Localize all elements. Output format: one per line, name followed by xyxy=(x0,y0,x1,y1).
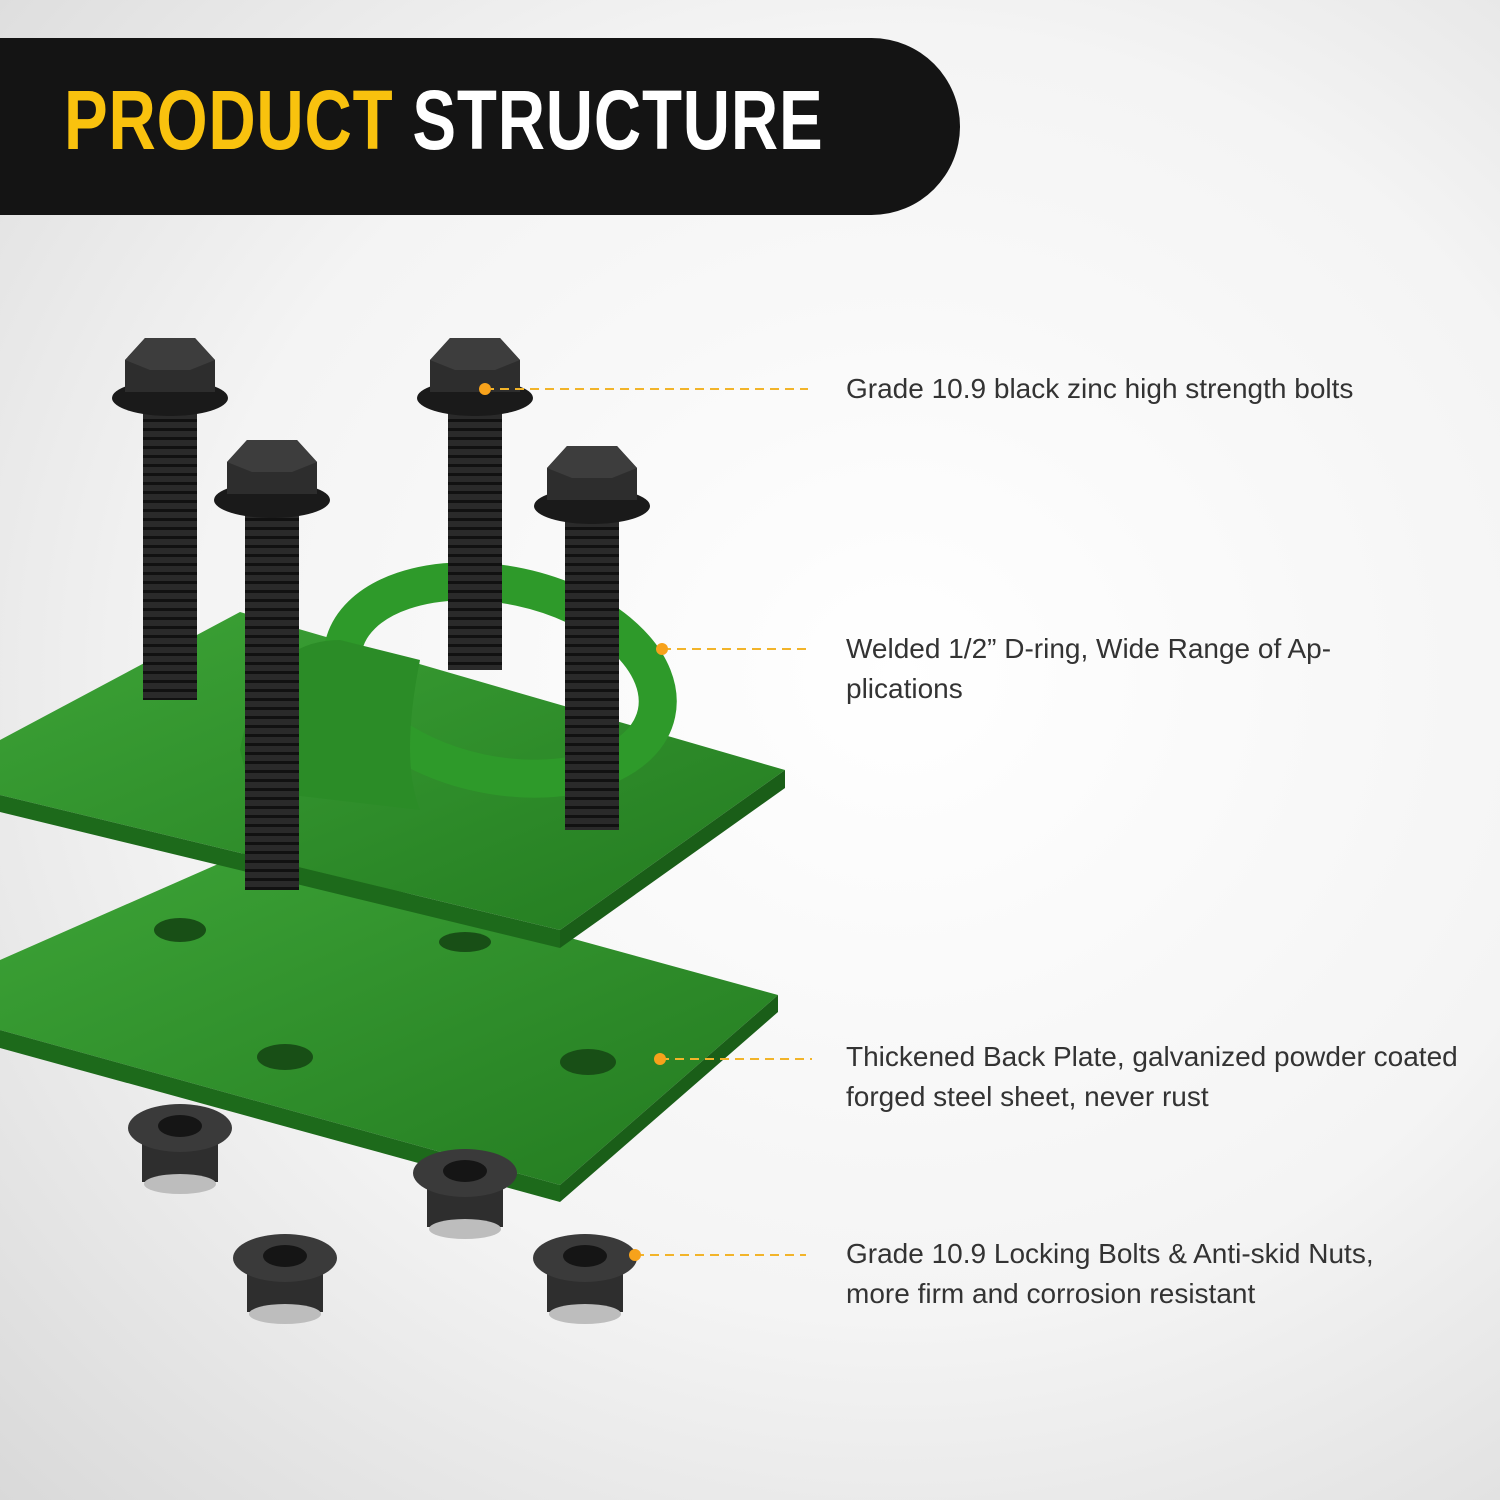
callout-dot xyxy=(629,1249,641,1261)
locking-nut xyxy=(533,1234,637,1324)
title-rest: STRUCTURE xyxy=(412,73,824,167)
page-title: PRODUCT STRUCTURE xyxy=(64,78,823,162)
callout-dot xyxy=(656,643,668,655)
locking-nut xyxy=(233,1234,337,1324)
locking-nut xyxy=(128,1104,232,1194)
bolt xyxy=(534,446,650,830)
title-highlight: PRODUCT xyxy=(64,73,394,167)
callout-bolts: Grade 10.9 black zinc high strength bolt… xyxy=(846,373,1354,404)
callout-back-plate: Thickened Back Plate, galvanized powder … xyxy=(846,1041,1458,1112)
bolt xyxy=(214,440,330,890)
back-plate xyxy=(0,850,778,1202)
callout-dot xyxy=(654,1053,666,1065)
callout-dot xyxy=(479,383,491,395)
bolt xyxy=(112,338,228,700)
callout-d-ring: Welded 1/2” D-ring, Wide Range of Ap-pli… xyxy=(846,633,1332,704)
callout-nuts: Grade 10.9 Locking Bolts & Anti-skid Nut… xyxy=(846,1238,1374,1309)
callout-lines xyxy=(479,383,812,1261)
locking-nut xyxy=(413,1149,517,1239)
bolt xyxy=(417,338,533,670)
header-banner xyxy=(0,38,960,215)
